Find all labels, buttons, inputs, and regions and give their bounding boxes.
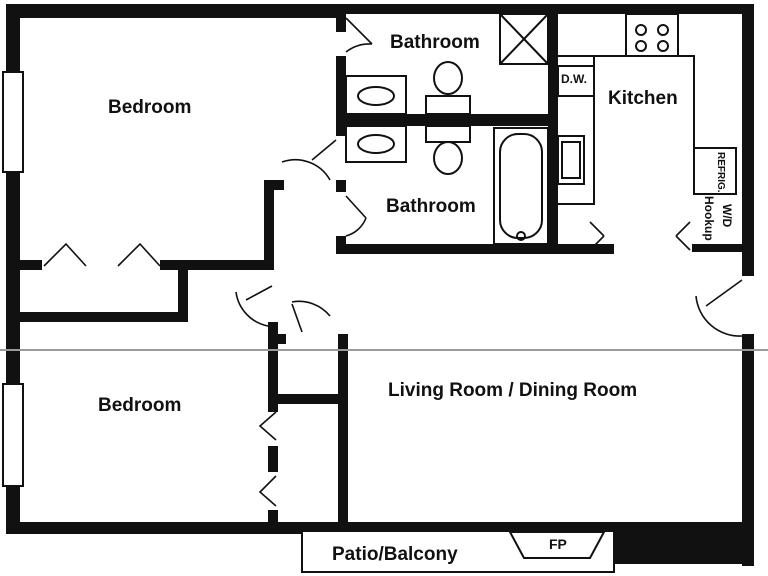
label-bedroom-top: Bedroom bbox=[108, 97, 192, 118]
label-bedroom-bottom: Bedroom bbox=[98, 395, 182, 416]
patio-outline bbox=[301, 532, 615, 573]
label-wd: W/D bbox=[720, 204, 734, 228]
label-fireplace: FP bbox=[549, 536, 567, 552]
toilet-bottom bbox=[433, 141, 463, 175]
windows bbox=[2, 71, 24, 487]
label-patio: Patio/Balcony bbox=[332, 544, 458, 565]
label-bathroom-top: Bathroom bbox=[390, 32, 480, 53]
doors bbox=[235, 17, 743, 337]
bathtub bbox=[493, 127, 549, 245]
label-dishwasher: D.W. bbox=[561, 72, 587, 86]
toilet-top bbox=[433, 61, 463, 95]
refrigerator bbox=[693, 147, 737, 195]
stove bbox=[625, 13, 679, 57]
bathroom-fixtures bbox=[345, 13, 549, 245]
sink-top bbox=[357, 86, 395, 106]
label-wd-hookup: Hookup bbox=[702, 196, 716, 241]
kitchen-sink bbox=[557, 135, 585, 185]
sink-bottom bbox=[357, 134, 395, 154]
label-bathroom-bottom: Bathroom bbox=[386, 196, 476, 217]
vanity-top bbox=[345, 75, 407, 115]
window-bedroom-bottom bbox=[2, 383, 24, 487]
label-living-dining: Living Room / Dining Room bbox=[388, 380, 638, 401]
fireplace bbox=[508, 531, 606, 559]
closet-doors bbox=[43, 242, 277, 507]
shower-stall bbox=[499, 13, 549, 65]
window-bedroom-top bbox=[2, 71, 24, 173]
kitchen-fixtures bbox=[557, 13, 737, 205]
label-refrigerator: REFRIG. bbox=[715, 152, 726, 193]
interior-walls bbox=[20, 14, 742, 526]
label-kitchen: Kitchen bbox=[608, 88, 678, 109]
vanity-bottom bbox=[345, 125, 407, 163]
